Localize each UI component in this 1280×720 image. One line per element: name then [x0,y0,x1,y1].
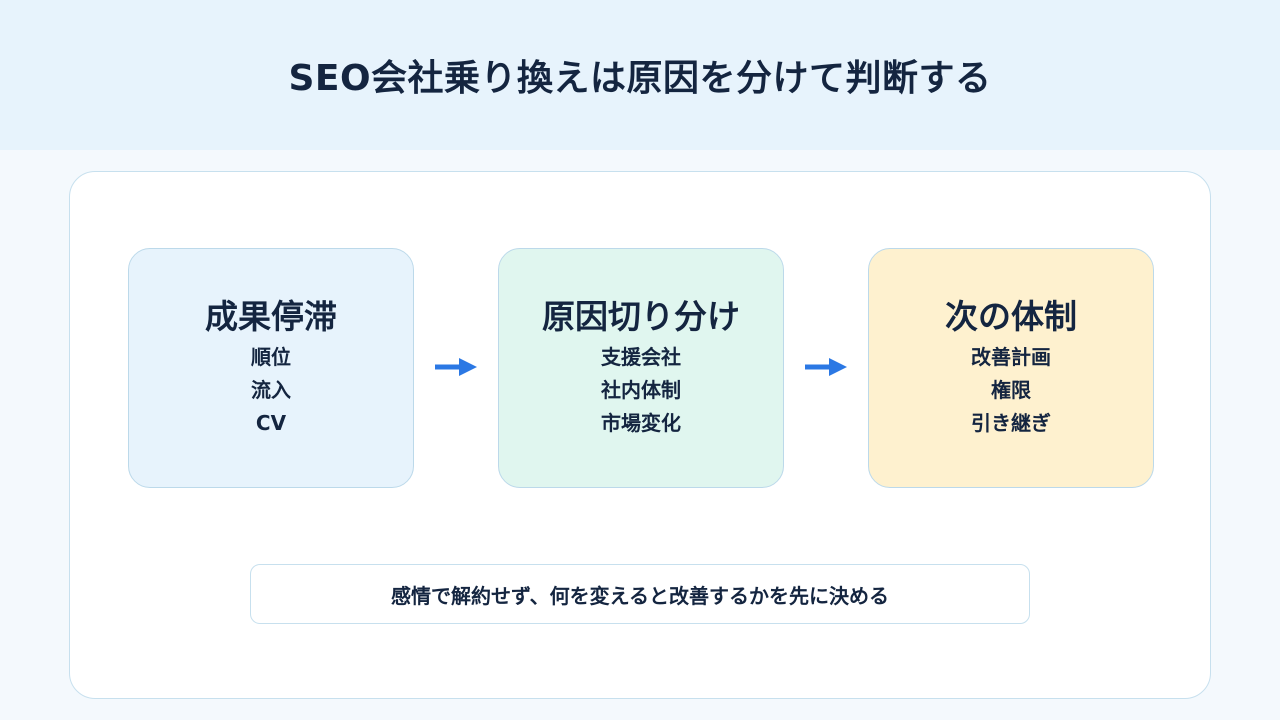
step-item: 流入 [251,377,291,402]
arrow-shaft [805,364,831,370]
step-item: 市場変化 [601,410,681,435]
page-title: SEO会社乗り換えは原因を分けて判断する [288,58,992,99]
step-box-stagnation: 成果停滞 順位 流入 CV [128,248,414,488]
step-item: 権限 [991,377,1031,402]
note-text: 感情で解約せず、何を変えると改善するかを先に決める [391,583,889,608]
header-band: SEO会社乗り換えは原因を分けて判断する [0,0,1280,150]
step-item: 引き継ぎ [971,410,1051,435]
step-box-next-structure: 次の体制 改善計画 権限 引き継ぎ [868,248,1154,488]
step-item-list: 改善計画 権限 引き継ぎ [971,341,1051,440]
step-box-root-cause: 原因切り分け 支援会社 社内体制 市場変化 [498,248,784,488]
step-title: 成果停滞 [205,296,337,336]
step-item: 順位 [251,344,291,369]
step-item: 社内体制 [601,377,681,402]
step-item: 支援会社 [601,344,681,369]
step-item-list: 支援会社 社内体制 市場変化 [601,341,681,440]
note-box: 感情で解約せず、何を変えると改善するかを先に決める [250,564,1030,624]
step-title: 次の体制 [945,296,1077,336]
arrow-head [459,358,477,376]
step-item: CV [255,410,287,435]
arrow-right-icon [805,358,847,376]
step-item-list: 順位 流入 CV [251,341,291,440]
step-title: 原因切り分け [542,296,740,336]
arrow-shaft [435,364,461,370]
step-item: 改善計画 [971,344,1051,369]
arrow-head [829,358,847,376]
arrow-right-icon [435,358,477,376]
